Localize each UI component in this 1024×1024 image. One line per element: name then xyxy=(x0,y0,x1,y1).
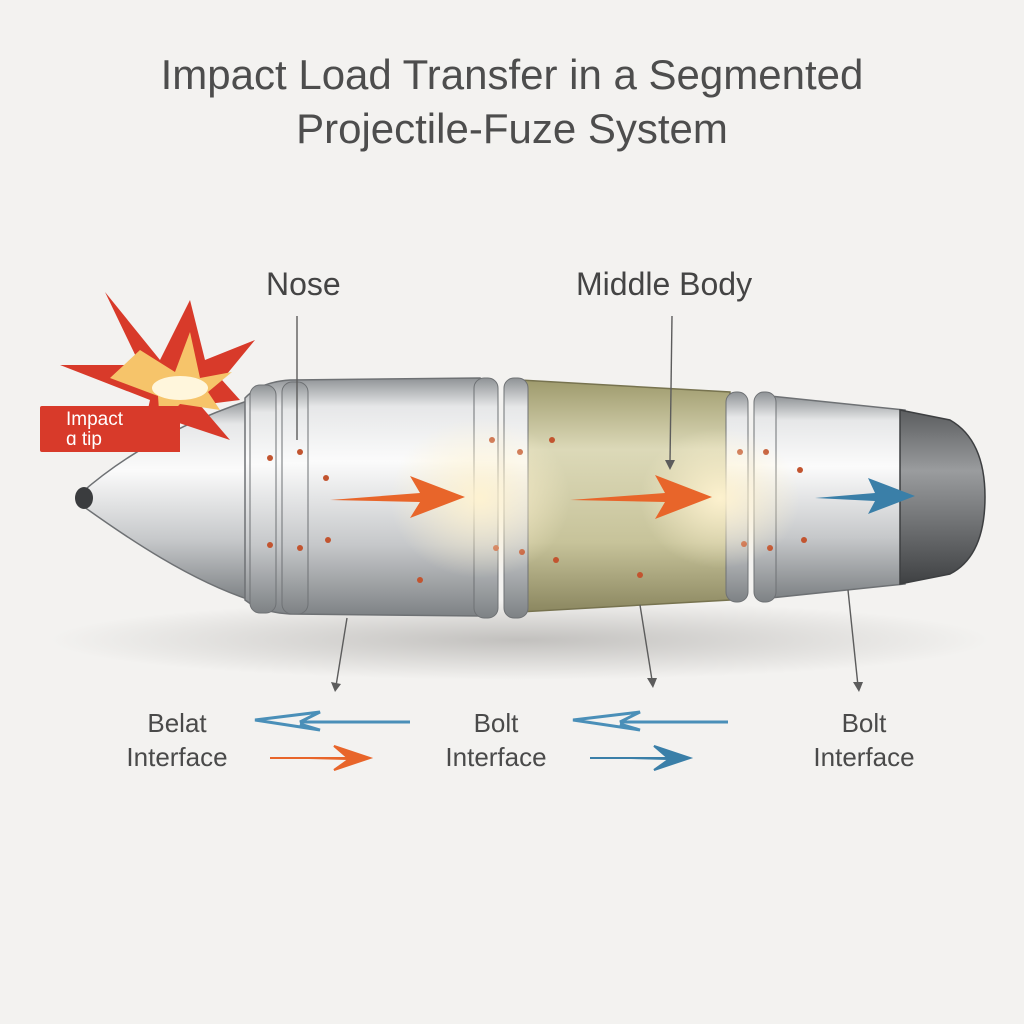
load-arrow-1 xyxy=(330,476,465,518)
bolt-ring-1 xyxy=(249,381,309,615)
interface-label-2-line-1: Bolt xyxy=(473,708,519,738)
leader-lines xyxy=(296,315,863,692)
impact-burst xyxy=(60,292,255,445)
title-line-2: Projectile-Fuze System xyxy=(296,105,728,152)
diagram-title: Impact Load Transfer in a Segmented Proj… xyxy=(0,48,1024,156)
interface-arrows-1 xyxy=(254,710,410,771)
load-arrow-2 xyxy=(570,475,712,519)
load-arrow-3 xyxy=(815,478,915,514)
internal-glow-2 xyxy=(640,428,800,568)
impact-tip-label: Impact ɑ tip xyxy=(40,406,180,452)
interface-label-1-line-2: Interface xyxy=(126,742,228,772)
interface-label-1-line-1: Belat xyxy=(147,708,207,738)
impact-label-line-2: ɑ tip xyxy=(66,429,102,450)
nose-tip xyxy=(75,487,93,509)
interface-label-3: Bolt Interface xyxy=(784,706,944,774)
interface-label-3-line-1: Bolt xyxy=(841,708,887,738)
interface-label-3-line-2: Interface xyxy=(813,742,915,772)
impact-label-line-1: Impact xyxy=(66,409,124,430)
projectile-shadow xyxy=(50,600,990,680)
interface-label-2: Bolt Interface xyxy=(416,706,576,774)
interface-arrows-2 xyxy=(572,710,728,771)
interface-label-2-line-2: Interface xyxy=(445,742,547,772)
internal-glow-1 xyxy=(390,418,570,578)
nose-label: Nose xyxy=(266,266,341,302)
title-line-1: Impact Load Transfer in a Segmented xyxy=(160,51,864,98)
interface-label-1: Belat Interface xyxy=(97,706,257,774)
middle-body-label: Middle Body xyxy=(576,266,753,302)
tail-cap xyxy=(899,409,986,585)
